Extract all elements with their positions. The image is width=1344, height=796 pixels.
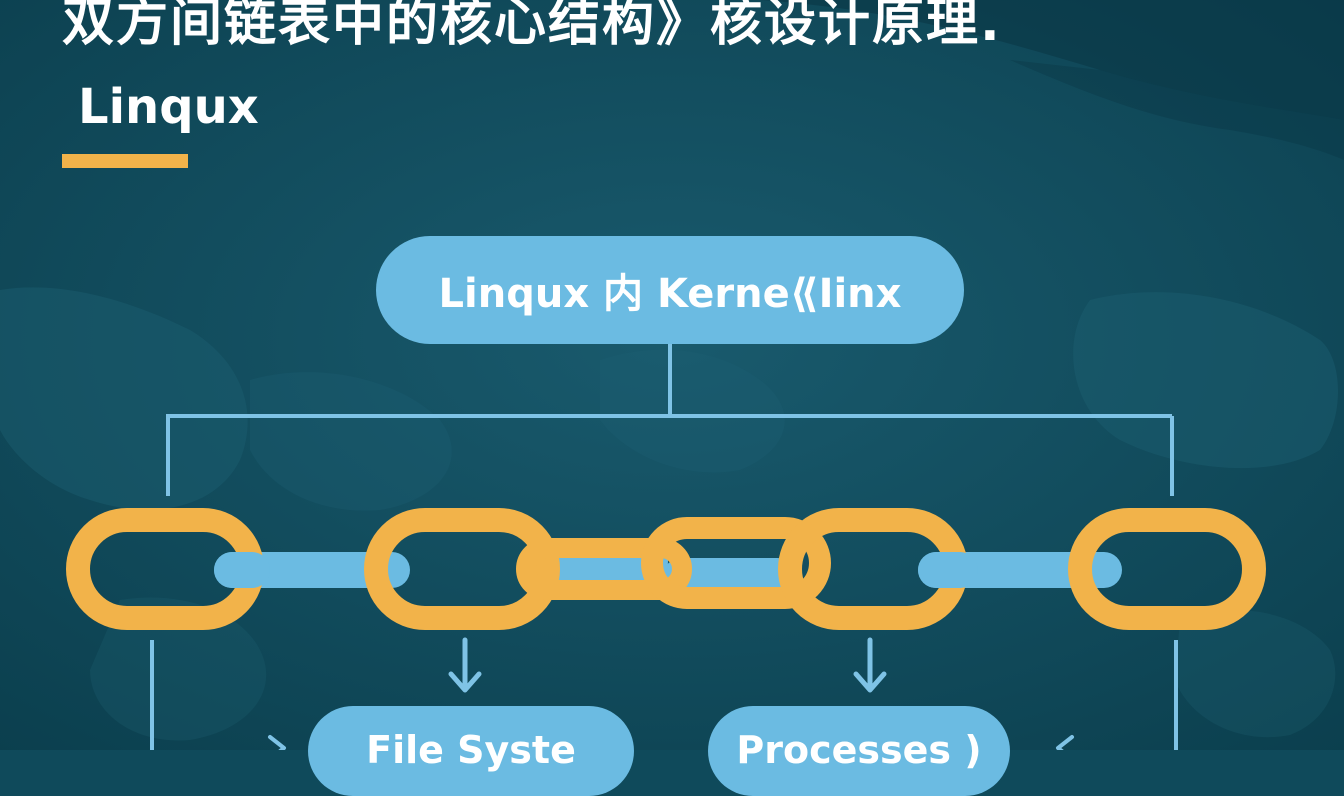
file-system-node: File Syste: [308, 706, 634, 796]
page-title: 双方间链表中的核心结构》核设计原理.: [62, 0, 1002, 53]
page-subtitle: Linqux: [78, 79, 259, 135]
accent-underline: [62, 154, 188, 168]
processes-node: Processes ): [708, 706, 1010, 796]
kernel-node: Linqux 内 Kerne⟪Iinx: [376, 236, 964, 344]
